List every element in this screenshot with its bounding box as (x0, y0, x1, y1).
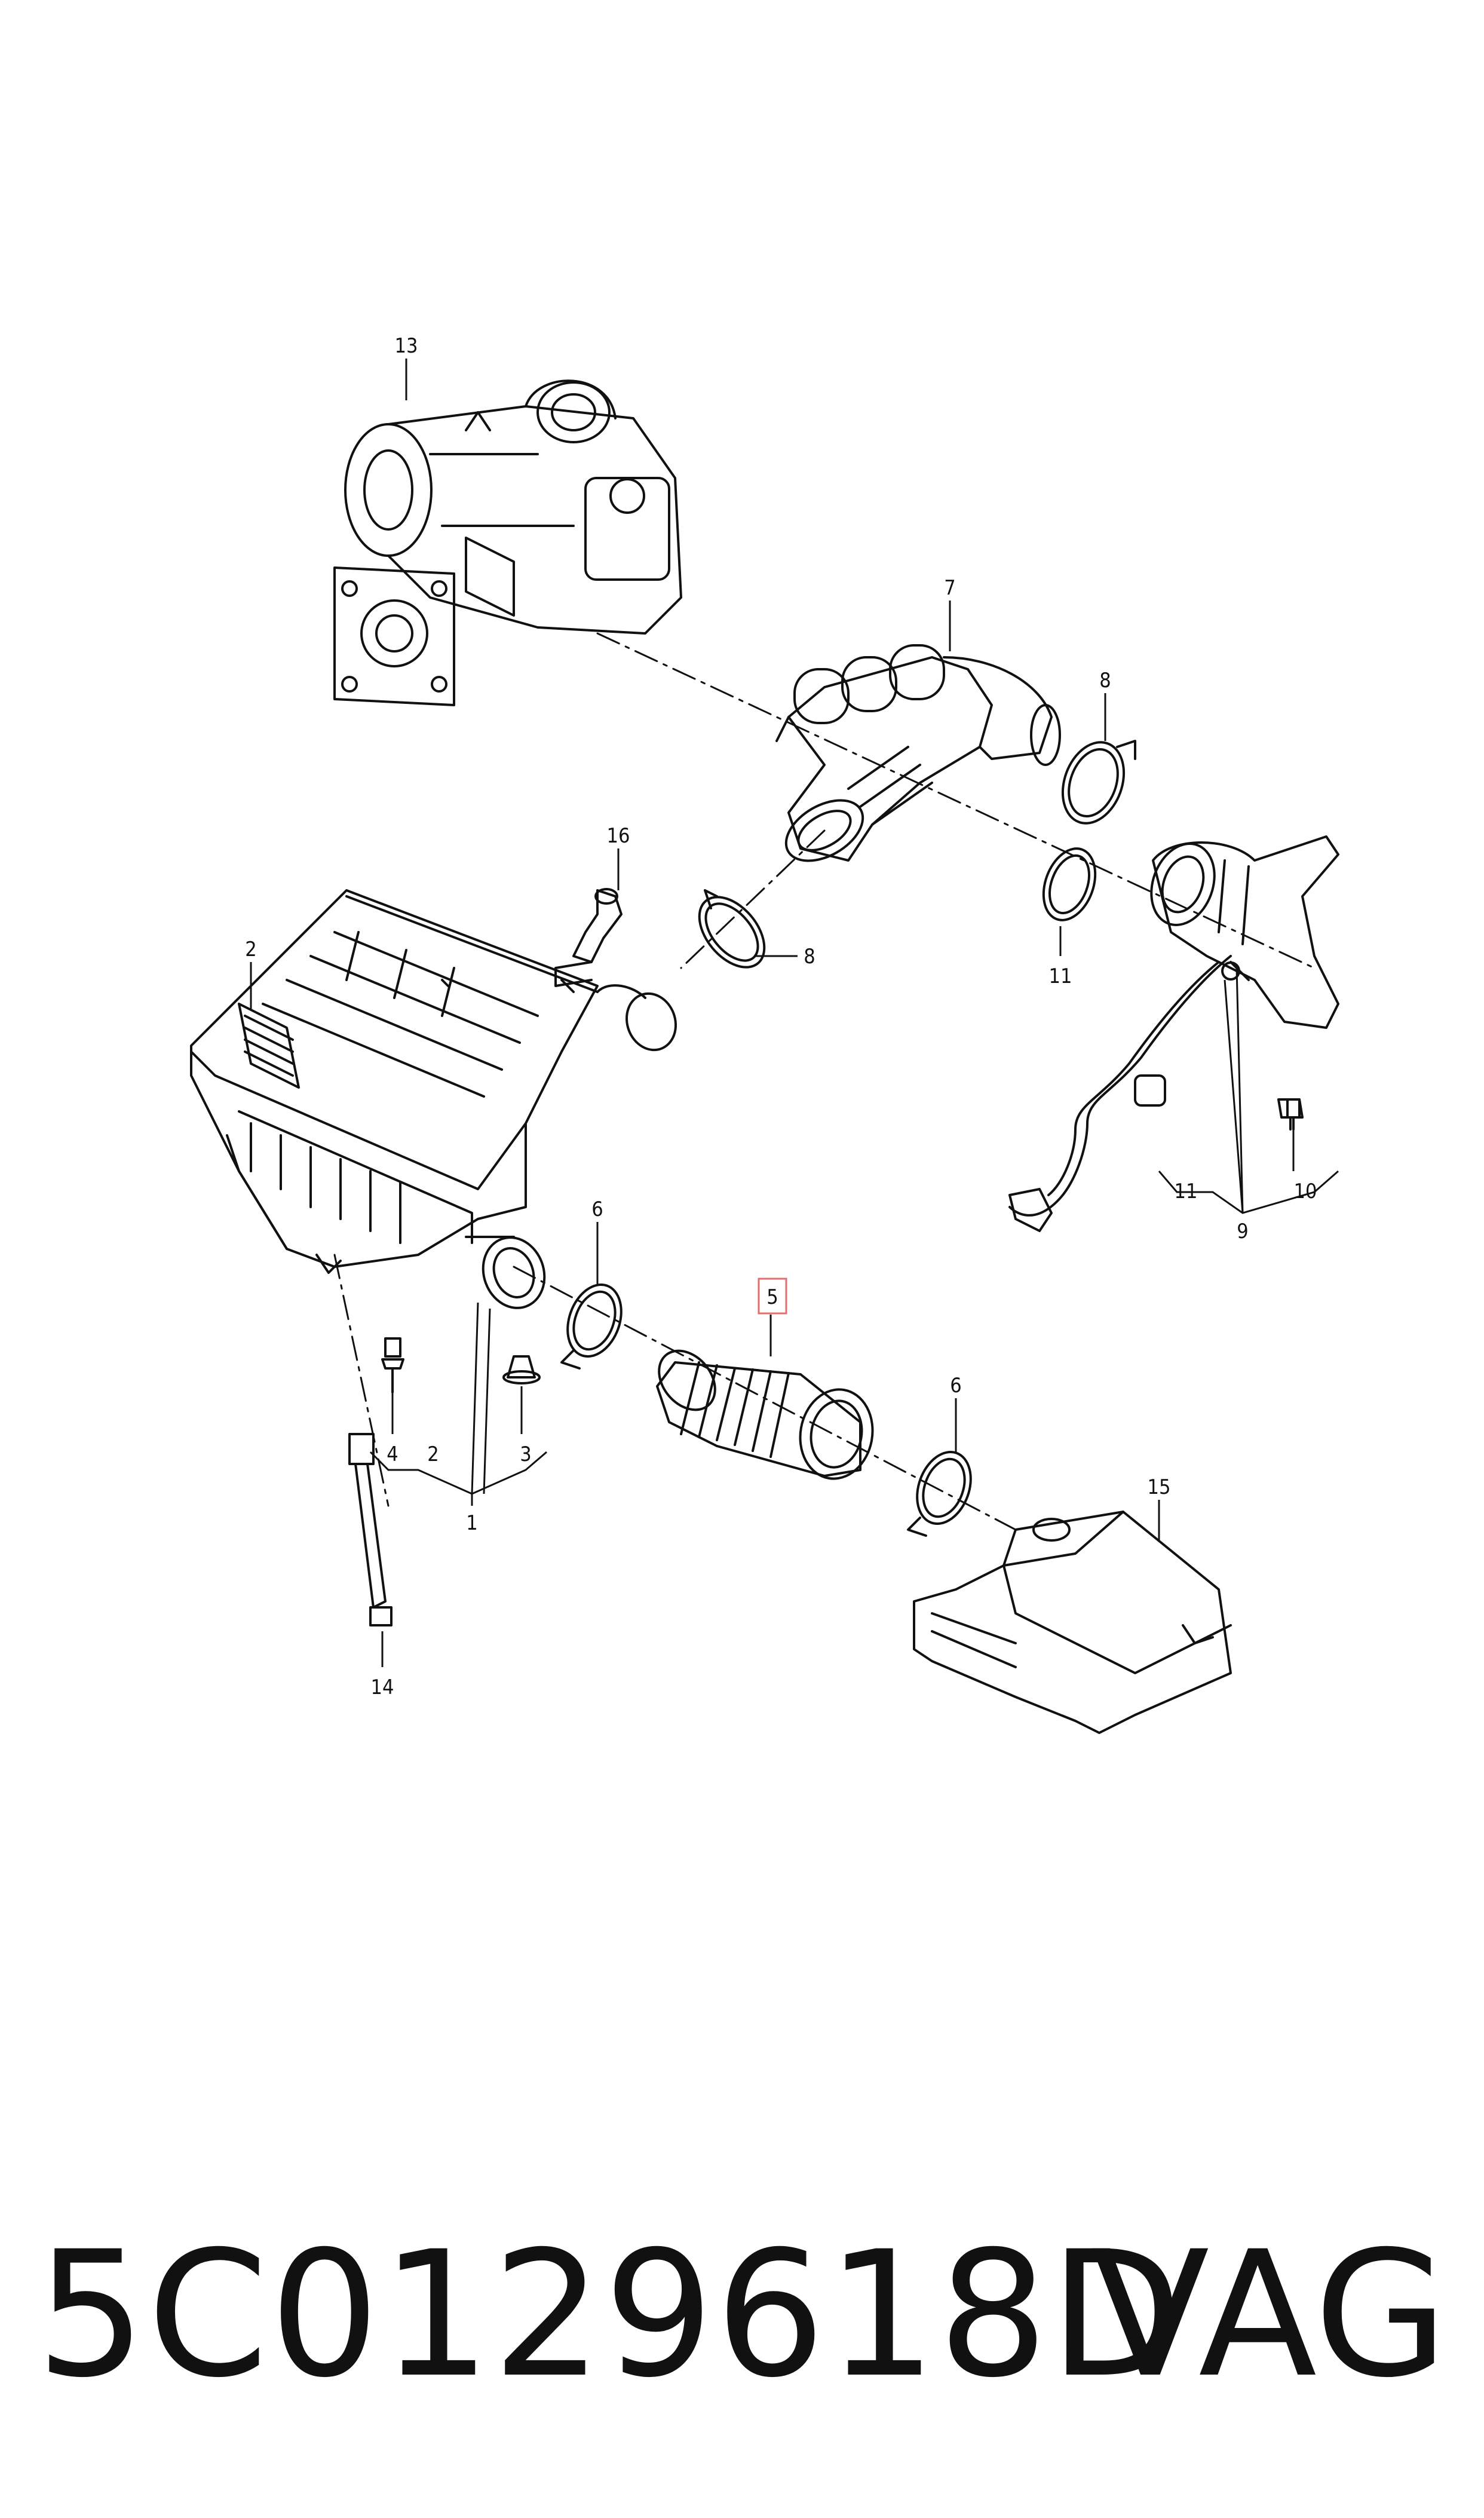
drain-valve-part (348, 1433, 393, 1626)
callout-16: 16 (607, 824, 630, 848)
intake-pipe-part (775, 644, 1061, 862)
centerline-drain (333, 1254, 390, 1507)
highlight-box (758, 1278, 787, 1315)
parts-diagram: 13 7 8 16 2 8 11 6 5 6 4 2 3 1 15 14 11 … (190, 334, 1339, 1734)
callout-9: 9 (1237, 1220, 1248, 1243)
callout-13: 13 (395, 334, 418, 358)
leader-9 (1235, 967, 1244, 1214)
turbocharger-part (333, 379, 682, 706)
clamp-8a-part (1061, 740, 1136, 825)
leader-1 (471, 1302, 479, 1494)
callout-1: 1 (466, 1511, 477, 1535)
screw-part (381, 1337, 404, 1393)
callout-11b: 11 (1175, 1180, 1198, 1203)
callout-11a: 11 (1049, 964, 1072, 988)
o-ring-part (1042, 847, 1097, 921)
leader-1b (483, 1308, 491, 1494)
callout-6b: 6 (950, 1374, 961, 1398)
centerline-turbo-intercooler (596, 632, 1316, 969)
bracket-1 (369, 1451, 547, 1495)
part-number: 5C0129618D (36, 2214, 1184, 2416)
connection-piece-part (1008, 835, 1339, 1232)
callout-4: 4 (387, 1442, 398, 1466)
clamp-6a-part (560, 1283, 623, 1370)
callout-7: 7 (944, 576, 955, 600)
callout-8a: 8 (1099, 669, 1111, 693)
air-inlet-duct-part (913, 1511, 1232, 1734)
leader-9b (1224, 979, 1244, 1214)
callout-8b: 8 (804, 945, 815, 969)
small-hose-part (554, 888, 623, 987)
clamp-8b-part (698, 889, 766, 969)
callout-2b: 2 (427, 1442, 439, 1466)
callout-5: 5 (766, 1285, 778, 1309)
bracket-9 (1158, 1170, 1339, 1214)
air-filter-housing-part (190, 889, 677, 1309)
callout-3: 3 (520, 1442, 531, 1466)
clamp-6b-part (907, 1450, 972, 1537)
callout-6a: 6 (591, 1197, 603, 1221)
callout-15: 15 (1148, 1475, 1171, 1499)
callout-2a: 2 (245, 938, 256, 961)
brand-name: VAG (1091, 2214, 1448, 2416)
corrugated-hose-part (656, 1349, 874, 1480)
centerline-pipe-filter (680, 829, 826, 969)
callout-14: 14 (371, 1675, 394, 1699)
bolt-part (1277, 1098, 1304, 1131)
grommet-part (502, 1355, 541, 1384)
callout-10: 10 (1294, 1180, 1317, 1203)
